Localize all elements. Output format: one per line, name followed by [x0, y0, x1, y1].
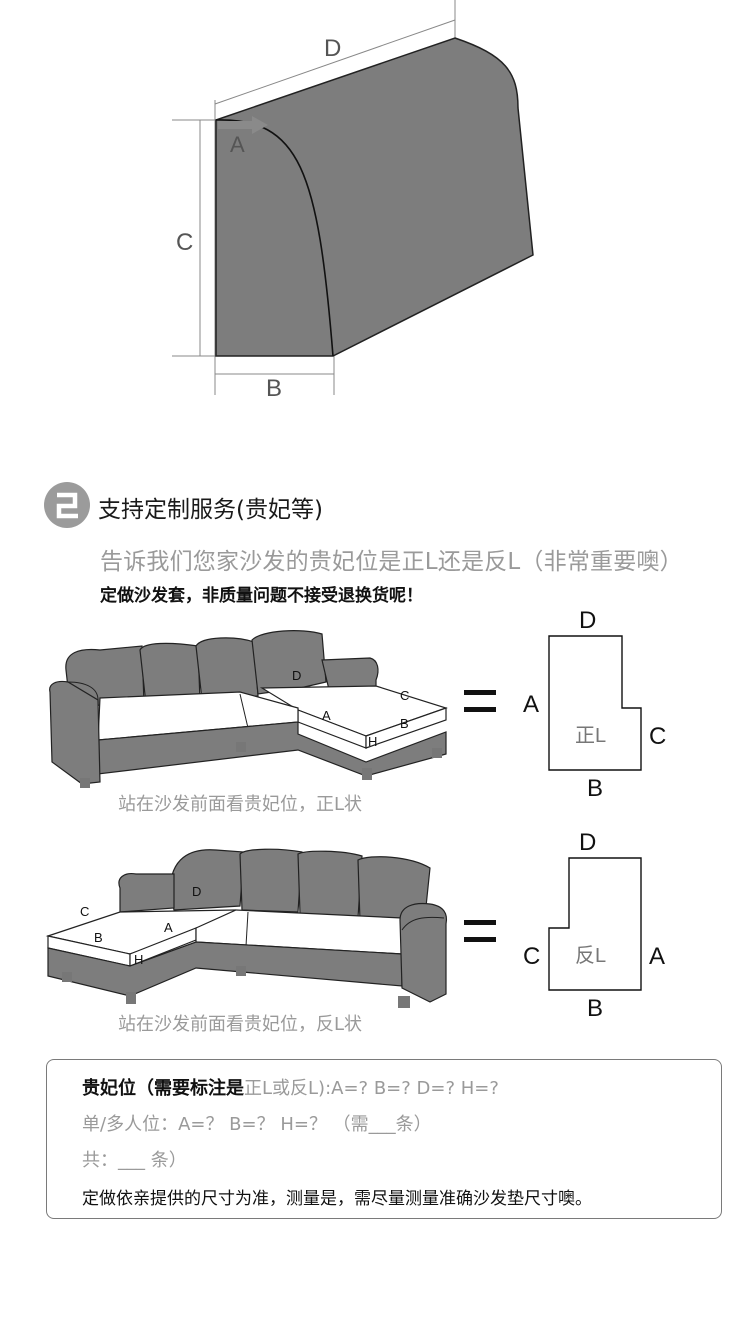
info-line-seat: 单/多人位：A=？ B=？ H=？ （需___条） [82, 1114, 432, 1135]
sofa2-label-h: H [134, 952, 143, 967]
cushion-dimension-diagram: A B C D [172, 0, 534, 402]
section-subtitle: 告诉我们您家沙发的贵妃位是正L还是反L（非常重要噢） [100, 549, 683, 575]
shape2-bottom: B [587, 995, 603, 1022]
label-a: A [230, 132, 245, 157]
shape2-center: 反L [575, 944, 606, 967]
sofa1-label-b: B [400, 716, 409, 731]
sofa1-label-c: C [400, 688, 409, 703]
sofa-left-l-illustration: D A C B H [49, 630, 448, 788]
shape2-left: C [523, 943, 540, 970]
shape1-bottom: B [587, 775, 603, 802]
cushion-shape [215, 37, 534, 357]
measurement-info-box [46, 1059, 722, 1219]
equals-sign-2 [464, 920, 498, 948]
equals-sign-1 [464, 690, 498, 718]
section-title: 支持定制服务(贵妃等) [98, 497, 323, 523]
section-number-icon [44, 482, 90, 528]
shape1-top: D [579, 607, 596, 634]
info-line-total: 共：___ 条） [82, 1150, 187, 1171]
shape1-center: 正L [575, 725, 606, 747]
sofa2-label-b: B [94, 930, 103, 945]
label-c: C [176, 229, 193, 256]
l-shape-right: D C A B 反L [523, 829, 665, 1022]
sofa-right-l-illustration: C B D A H [45, 848, 448, 1008]
info-line-chaise: 贵妃位（需要标注是正L或反L):A=? B=? D=? H=? [82, 1074, 499, 1100]
sofa1-label-h: H [368, 734, 377, 749]
l-shape-left: D A C B 正L [523, 607, 666, 802]
sofa2-caption: 站在沙发前面看贵妃位，反L状 [118, 1014, 363, 1035]
label-d: D [324, 35, 341, 62]
info-line-chaise-label: 贵妃位（需要标注是 [82, 1078, 244, 1099]
sofa2-label-a: A [164, 920, 173, 935]
label-b: B [266, 375, 282, 402]
info-line-chaise-fields: 正L或反L):A=? B=? D=? H=? [244, 1078, 499, 1099]
sofa1-caption: 站在沙发前面看贵妃位，正L状 [118, 794, 363, 815]
shape2-right: A [649, 943, 665, 970]
sofa2-label-c: C [80, 904, 89, 919]
sofa1-label-d: D [292, 668, 301, 683]
shape1-left: A [523, 691, 539, 718]
return-policy-note: 定做沙发套，非质量问题不接受退换货呢！ [100, 586, 423, 606]
shape2-top: D [579, 829, 596, 856]
info-line-disclaimer: 定做依亲提供的尺寸为准，测量是，需尽量测量准确沙发垫尺寸噢。 [82, 1189, 592, 1209]
sofa1-label-a: A [322, 708, 331, 723]
shape1-right: C [649, 723, 666, 750]
sofa2-label-d: D [192, 884, 201, 899]
